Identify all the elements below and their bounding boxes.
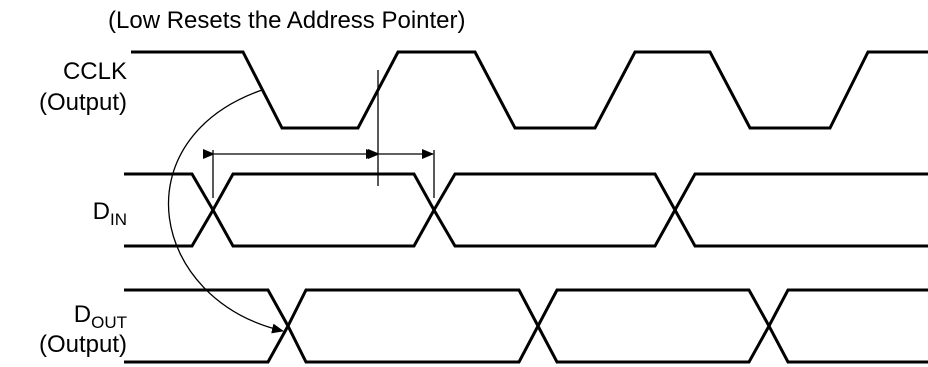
din-waveform-top [124,172,928,214]
cclk-label: CCLK [62,58,127,85]
dout-label-subscript: OUT [91,313,127,332]
dout-label: DOUT [57,301,127,332]
cclk-to-dout-arrow [167,89,284,334]
dout-waveform-bottom [124,322,928,364]
cclk-output-label: (Output) [38,89,127,116]
din-label-subscript: IN [110,210,127,229]
dout-waveform-top [124,288,928,330]
annotation-low-resets-address-pointer: (Low Resets the Address Pointer) [108,7,466,34]
din-label-main: D [92,198,110,225]
din-label: DIN [60,198,127,229]
dout-label-main: D [73,301,92,328]
din-waveform-bottom [124,206,928,248]
dout-output-label: (Output) [38,331,127,358]
cclk-waveform [131,50,928,130]
